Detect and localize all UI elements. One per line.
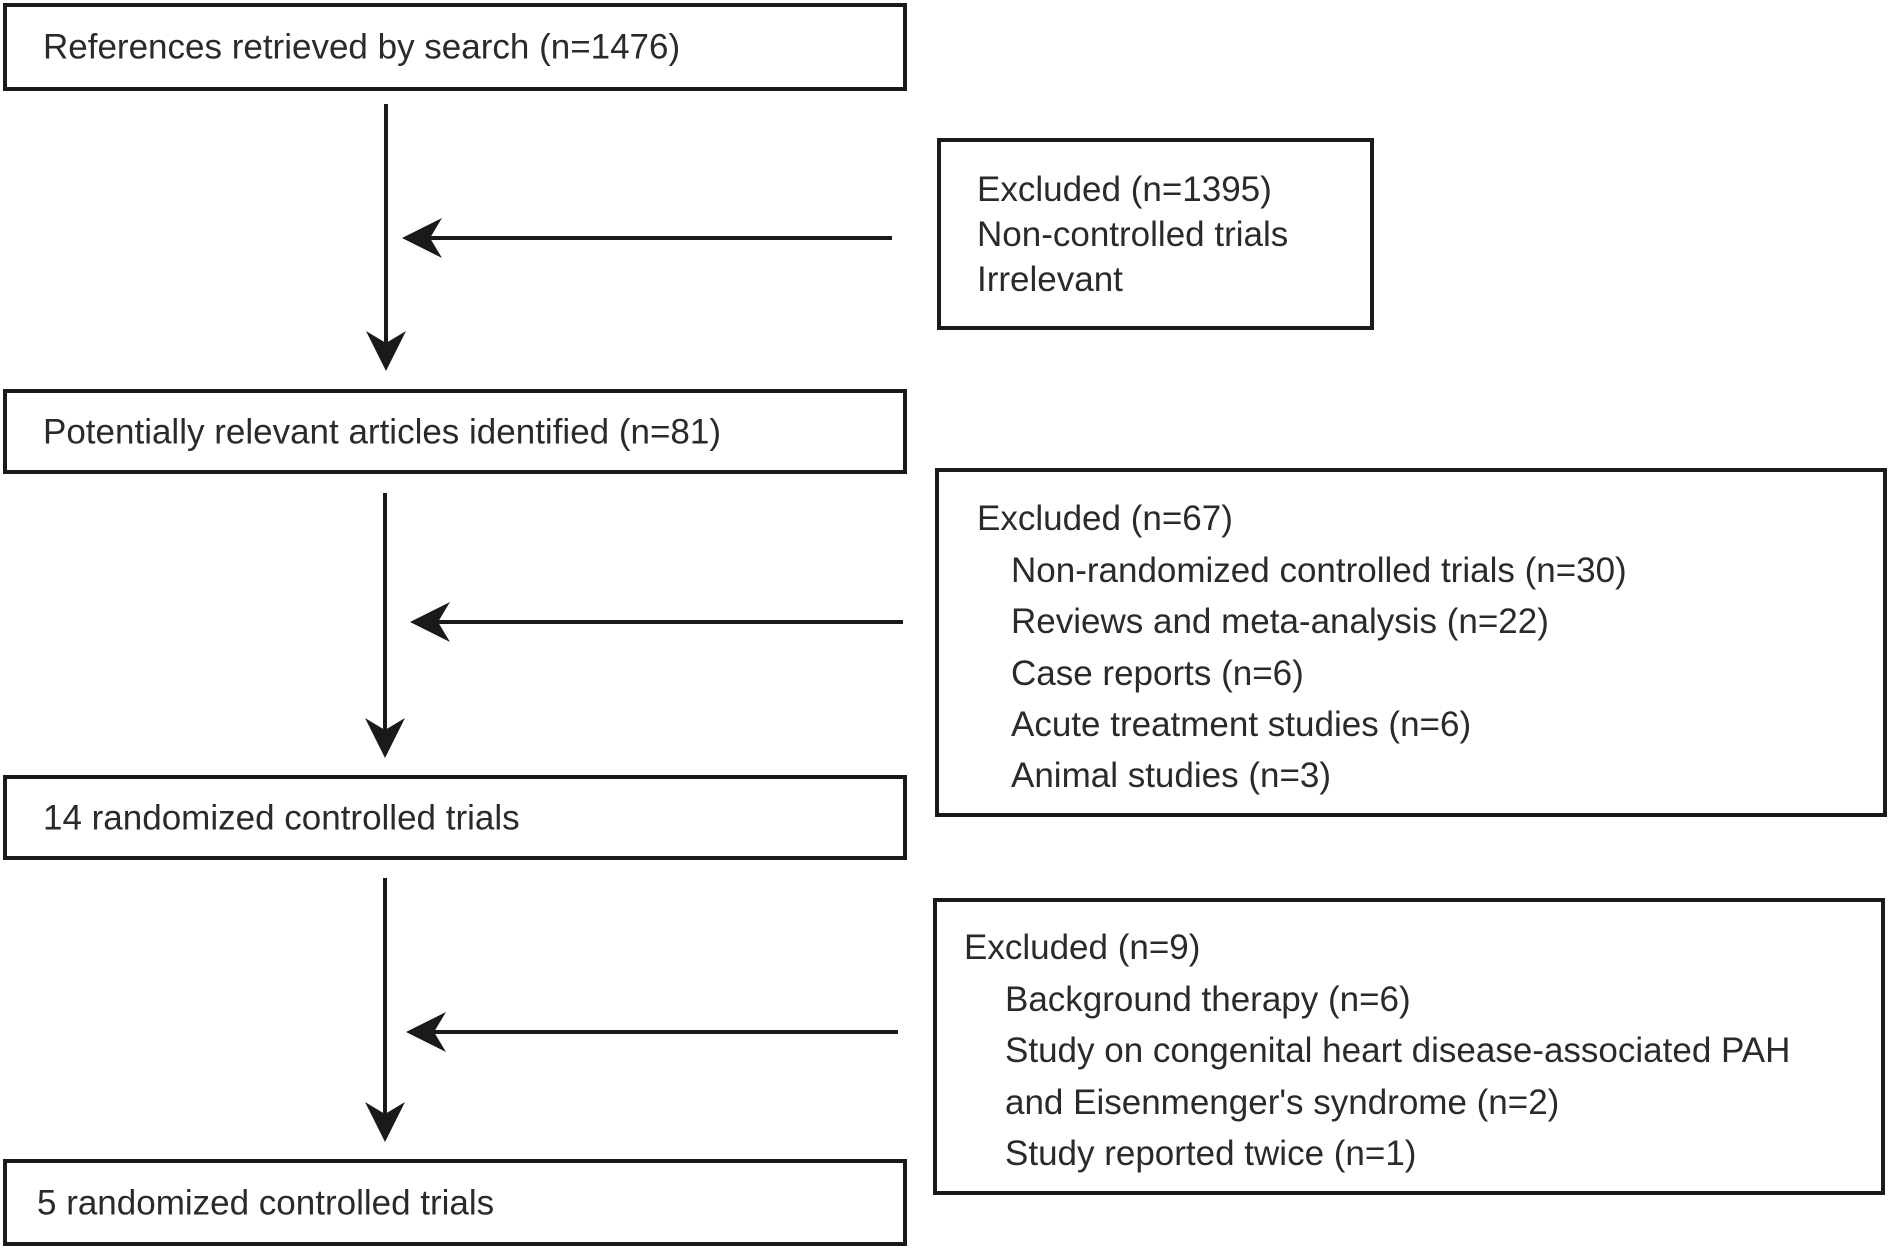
exclusion-item: Study reported twice (n=1) [1005,1134,1417,1173]
step-label-rct-14: 14 randomized controlled trials [43,798,520,837]
exclusion-box-1: Excluded (n=1395) Non-controlled trials … [937,138,1374,330]
exclusion-box-2: Excluded (n=67) Non-randomized controlle… [935,468,1887,817]
exclusion-box-3: Excluded (n=9) Background therapy (n=6) … [933,898,1885,1195]
exclusion-item: Irrelevant [977,260,1123,299]
step-box-rct-5: 5 randomized controlled trials [3,1159,907,1246]
exclusion-item: Animal studies (n=3) [1011,756,1332,795]
step-label-rct-5: 5 randomized controlled trials [37,1183,495,1222]
step-box-rct-14: 14 randomized controlled trials [3,775,907,860]
exclusion-item: Study on congenital heart disease-associ… [1005,1031,1791,1070]
exclusion-title-3: Excluded (n=9) [964,928,1201,967]
step-label-search: References retrieved by search (n=1476) [43,27,681,67]
exclusion-title-2: Excluded (n=67) [977,499,1233,538]
step-box-search: References retrieved by search (n=1476) [3,3,907,91]
exclusion-item: Non-controlled trials [977,215,1289,254]
exclusion-item: and Eisenmenger's syndrome (n=2) [1005,1083,1560,1122]
exclusion-item: Non-randomized controlled trials (n=30) [1011,551,1627,590]
step-label-relevant: Potentially relevant articles identified… [43,412,722,451]
exclusion-title-1: Excluded (n=1395) [977,170,1272,209]
exclusion-item: Acute treatment studies (n=6) [1011,705,1472,744]
step-box-relevant: Potentially relevant articles identified… [3,389,907,474]
exclusion-item: Case reports (n=6) [1011,654,1304,693]
exclusion-item: Background therapy (n=6) [1005,980,1411,1019]
exclusion-item: Reviews and meta-analysis (n=22) [1011,602,1549,641]
